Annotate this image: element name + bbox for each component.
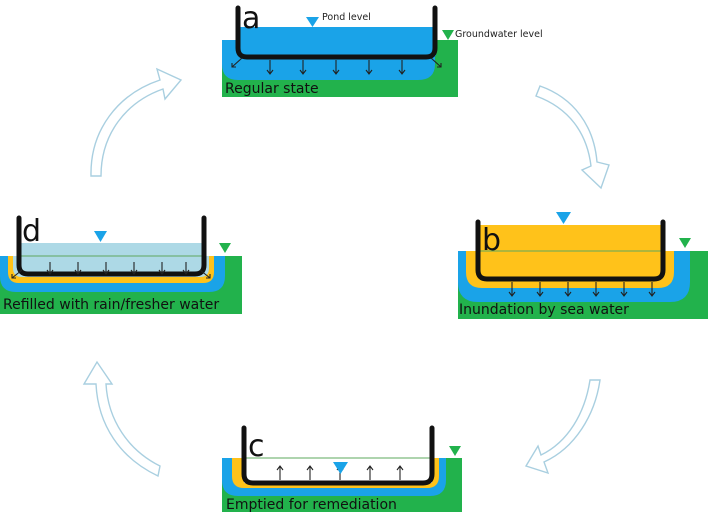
pond-interior xyxy=(244,458,432,483)
panel-letter-a: a xyxy=(242,1,260,36)
pond-wall xyxy=(241,425,435,486)
pond-wall xyxy=(16,215,207,277)
panel-letter-c: c xyxy=(248,429,265,464)
panel-caption-d: Refilled with rain/fresher water xyxy=(3,297,219,313)
groundwater-level-label: Groundwater level xyxy=(455,29,543,40)
pond-level-label: Pond level xyxy=(322,12,371,23)
panel-b: b Inundation by sea water xyxy=(458,212,708,319)
pond-water xyxy=(478,225,663,275)
groundwater-level-marker-icon xyxy=(219,243,231,253)
cycle-arrows xyxy=(82,67,610,478)
seepage-arrows xyxy=(231,57,442,75)
seepage-arrows xyxy=(508,282,656,297)
panel-c: c Emptied for remediation xyxy=(222,425,462,513)
panel-letter-d: d xyxy=(22,214,41,249)
panel-caption-a: Regular state xyxy=(225,81,319,97)
groundwater-level-marker-icon xyxy=(679,238,691,248)
cycle-arrow-a-to-b xyxy=(535,85,610,190)
panel-caption-b: Inundation by sea water xyxy=(459,302,629,318)
pond-water xyxy=(19,243,204,273)
pond-level-marker-icon xyxy=(556,212,571,224)
groundwater-level-marker-icon xyxy=(442,30,454,40)
cycle-arrow-d-to-a xyxy=(90,67,183,177)
panel-a: a Pond level Groundwater level Regular s… xyxy=(222,1,543,97)
pond-level-marker-icon xyxy=(306,17,319,27)
cycle-arrow-c-to-d xyxy=(82,360,161,478)
groundwater-level-marker-icon xyxy=(449,446,461,456)
pond-level-marker-icon xyxy=(94,231,107,242)
pond-water xyxy=(238,27,436,56)
pond-wall xyxy=(475,219,666,282)
panel-d: d Refilled with rain/fresher water xyxy=(0,214,242,314)
panel-caption-c: Emptied for remediation xyxy=(226,497,397,513)
seepage-arrows xyxy=(11,262,211,279)
pond-wall xyxy=(235,5,438,60)
cycle-arrow-b-to-c xyxy=(524,379,601,475)
pond-level-marker-icon xyxy=(333,462,348,474)
panel-letter-b: b xyxy=(482,223,501,258)
